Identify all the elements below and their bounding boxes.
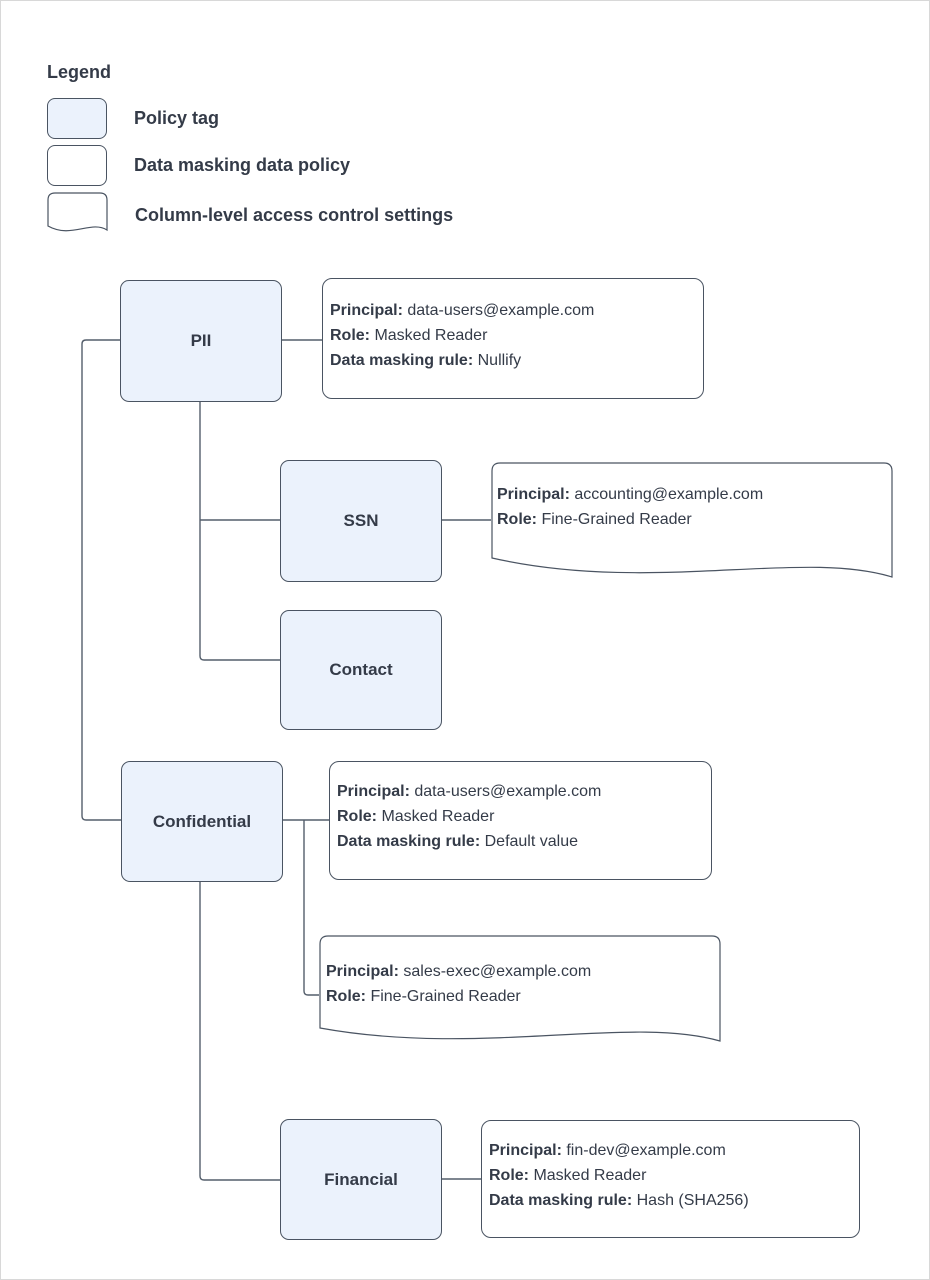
edge-confidential-to-acl xyxy=(303,820,319,996)
policy-line: Principal: fin-dev@example.com xyxy=(489,1142,726,1159)
policy-line: Principal: data-users@example.com xyxy=(330,302,595,319)
column-acl-confidential: Principal: sales-exec@example.com Role: … xyxy=(319,935,721,1057)
document-shape xyxy=(319,935,721,1042)
column-acl-ssn: Principal: accounting@example.com Role: … xyxy=(491,462,893,594)
edge-pii-to-contact xyxy=(199,400,280,661)
legend-item-column-acl: Column-level access control settings xyxy=(47,192,453,238)
policy-line: Role: Masked Reader xyxy=(330,327,488,344)
policy-tag-financial: Financial xyxy=(280,1119,442,1240)
acl-line: Principal: sales-exec@example.com xyxy=(326,963,592,980)
policy-tag-label: Confidential xyxy=(152,811,252,831)
legend-item-label: Policy tag xyxy=(134,108,220,128)
legend-title: Legend xyxy=(47,62,112,82)
document-swatch xyxy=(47,192,108,238)
policy-line: Data masking rule: Nullify xyxy=(330,352,522,369)
policy-tag-label: PII xyxy=(190,331,212,350)
policy-tag-label: SSN xyxy=(343,511,379,530)
data-policy-swatch xyxy=(47,145,107,186)
legend-item-policy-tag: Policy tag xyxy=(47,98,219,139)
data-masking-policy-pii: Principal: data-users@example.com Role: … xyxy=(322,278,704,399)
policy-tag-swatch xyxy=(47,98,107,139)
policy-line: Role: Masked Reader xyxy=(337,808,495,825)
policy-tag-pii: PII xyxy=(120,280,282,402)
policy-line: Principal: data-users@example.com xyxy=(337,783,602,800)
acl-line: Role: Fine-Grained Reader xyxy=(326,988,521,1005)
legend: Legend Policy tag Data masking data poli… xyxy=(47,62,453,232)
policy-tag-ssn: SSN xyxy=(280,460,442,582)
data-masking-policy-financial: Principal: fin-dev@example.com Role: Mas… xyxy=(481,1120,860,1238)
acl-line: Principal: accounting@example.com xyxy=(497,486,764,503)
policy-tag-contact: Contact xyxy=(280,610,442,730)
document-shape xyxy=(491,462,893,578)
policy-line: Role: Masked Reader xyxy=(489,1167,647,1184)
policy-tag-confidential: Confidential xyxy=(121,761,283,882)
legend-item-label: Column-level access control settings xyxy=(135,204,454,225)
data-masking-policy-confidential: Principal: data-users@example.com Role: … xyxy=(329,761,712,880)
policy-line: Data masking rule: Hash (SHA256) xyxy=(489,1192,749,1209)
acl-line: Role: Fine-Grained Reader xyxy=(497,511,692,528)
edge-pii-to-confidential xyxy=(81,339,121,821)
policy-tag-label: Financial xyxy=(324,1169,398,1189)
legend-item-label: Data masking data policy xyxy=(134,155,351,175)
policy-tag-label: Contact xyxy=(329,660,393,679)
policy-line: Data masking rule: Default value xyxy=(337,833,578,850)
edge-confidential-to-financial xyxy=(199,880,280,1181)
legend-item-data-policy: Data masking data policy xyxy=(47,145,350,186)
